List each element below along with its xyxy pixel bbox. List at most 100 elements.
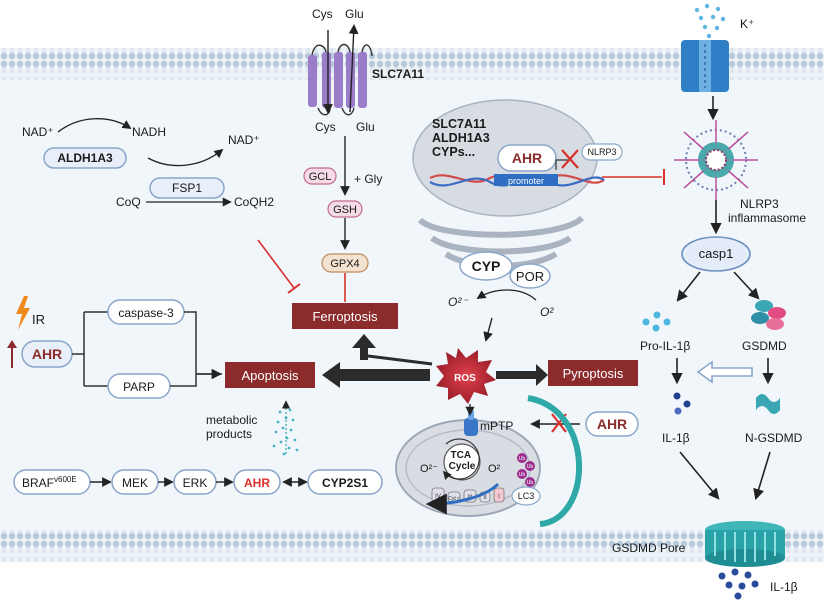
glu-export-arrow	[348, 24, 359, 113]
ahr-nucleus-label: AHR	[512, 150, 542, 166]
promoter-box	[494, 174, 558, 186]
aldh1a3-pill	[43, 147, 127, 169]
o2-to-superoxide-arrow	[476, 289, 537, 301]
tca-cycle-label: TCA Cycle	[449, 450, 476, 472]
autophagosome-membrane	[527, 395, 582, 527]
gsdmd-pore-label: GSDMD Pore	[612, 541, 686, 555]
complex-i-label: I	[498, 494, 500, 500]
por-node	[509, 263, 551, 289]
gsh-label: GSH	[333, 204, 357, 216]
ubiquitin-chain-icon	[517, 453, 535, 487]
pro-il1b-beads-icon	[642, 311, 671, 332]
pyroptosis-box	[548, 360, 638, 386]
tca-cycle-circle	[443, 443, 481, 481]
gsdmd-cleavage-hollow-arrow	[696, 360, 753, 384]
mito-superoxide-label: O²⁻	[420, 463, 438, 475]
casp1-node	[681, 236, 751, 272]
complex-cytc-label: Cyt c	[448, 496, 460, 502]
oxygen-label: O²	[540, 305, 554, 319]
coq-label: CoQ	[116, 195, 141, 209]
ahr-left-label: AHR	[32, 346, 62, 362]
pyroptosis-label: Pyroptosis	[563, 366, 624, 381]
caspase3-label: caspase-3	[118, 306, 174, 320]
ub-label-3: Ub	[519, 472, 526, 478]
il1b-beads-icon	[673, 392, 691, 415]
mito-oxygen-label: O²	[488, 463, 501, 475]
n-gsdmd-to-pore-arrow	[753, 451, 771, 501]
lightning-icon	[16, 296, 30, 330]
superoxide-label: O²⁻	[448, 295, 469, 309]
cyp-label: CYP	[472, 258, 501, 274]
lc3-label: LC3	[518, 491, 535, 501]
nlrp3-gene-pill	[581, 143, 623, 161]
gsdmd-pore-icon	[705, 521, 785, 567]
ros-up-to-ferroptosis-arrow	[352, 334, 376, 360]
fsp1-inhibit-ferroptosis-line	[257, 239, 295, 289]
il1b-label: IL-1β	[662, 431, 690, 445]
nlrp3-inflammasome-icon	[674, 120, 758, 200]
apoptosis-label: Apoptosis	[241, 368, 299, 383]
nlrp3-gene-label: NLRP3	[587, 147, 616, 157]
complex-iv-label: IV	[435, 494, 441, 500]
n-gsdmd-icon	[756, 394, 780, 414]
ahr-chain-pill	[233, 469, 281, 495]
metabolic-products-label: metabolic products	[206, 413, 261, 441]
ub-label-2: Ub	[527, 464, 534, 470]
block-x-icon	[561, 149, 579, 169]
ahr-mito-label: AHR	[597, 416, 627, 432]
nlrp3-inflammasome-label: NLRP3 inflammasome	[728, 197, 806, 225]
slc7a11-label: SLC7A11	[372, 67, 424, 81]
mek-label: MEK	[122, 476, 148, 490]
parp-label: PARP	[123, 380, 155, 394]
gcl-label: GCL	[309, 171, 332, 183]
pro-il1b-label: Pro-IL-1β	[640, 339, 690, 353]
electron-flow-arrow	[425, 482, 500, 515]
potassium-label: K⁺	[740, 17, 754, 31]
ros-to-pyroptosis-arrow	[496, 364, 548, 386]
potassium-ions	[694, 3, 726, 39]
braf-label: BRAFv600E	[22, 475, 77, 490]
cyp2s1-label: CYP2S1	[322, 476, 368, 490]
gly-label: + Gly	[354, 172, 382, 186]
erk-label: ERK	[183, 476, 208, 490]
complex-ii-label: II	[483, 495, 487, 501]
ros-burst-icon	[436, 348, 496, 404]
nucleus-genes-label: SLC7A11 ALDH1A3 CYPs...	[432, 117, 493, 159]
mptp-label: mPTP	[480, 419, 513, 433]
ferroptosis-box	[292, 303, 398, 329]
nad-to-nadh-arrow	[57, 118, 132, 133]
gpx4-pill	[321, 253, 369, 273]
glu-inside-label: Glu	[356, 120, 375, 134]
up-arrow-icon	[7, 340, 17, 368]
gsh-pill	[327, 200, 363, 218]
fsp1-label: FSP1	[172, 181, 202, 195]
gsdmd-label: GSDMD	[742, 339, 787, 353]
ahr-mito-pill	[585, 411, 639, 437]
n-gsdmd-label: N-GSDMD	[745, 431, 803, 445]
il1b-to-pore-arrow	[679, 451, 720, 500]
il1b-release-beads-icon	[718, 568, 759, 600]
casp1-to-pro-il1b-arrow	[676, 271, 701, 302]
nadh-to-nad-arrow	[147, 148, 224, 167]
lc3-node	[511, 486, 541, 506]
ahr-nucleus-pill	[497, 144, 557, 172]
ahr-branch-lines	[72, 311, 108, 387]
cyp2s1-pill	[307, 469, 383, 495]
nad-plus-label-2: NAD⁺	[228, 133, 260, 147]
ir-label: IR	[32, 312, 45, 327]
ros-label: ROS	[454, 373, 476, 384]
inhibit-bar	[287, 283, 301, 294]
ferroptosis-label: Ferroptosis	[312, 309, 378, 324]
cys-inside-label: Cys	[315, 120, 336, 134]
coqh2-label: CoQH2	[234, 195, 274, 209]
transcription-start-line	[555, 159, 570, 170]
bottom-membrane	[0, 530, 824, 562]
slc7a11-transporter	[308, 43, 373, 116]
por-label: POR	[516, 269, 544, 284]
casp1-to-gsdmd-arrow	[733, 271, 760, 300]
fsp1-pill	[149, 177, 225, 199]
gsdmd-protein-icon	[751, 300, 786, 330]
glu-outside-label: Glu	[345, 7, 364, 21]
apoptosis-box	[225, 362, 315, 388]
